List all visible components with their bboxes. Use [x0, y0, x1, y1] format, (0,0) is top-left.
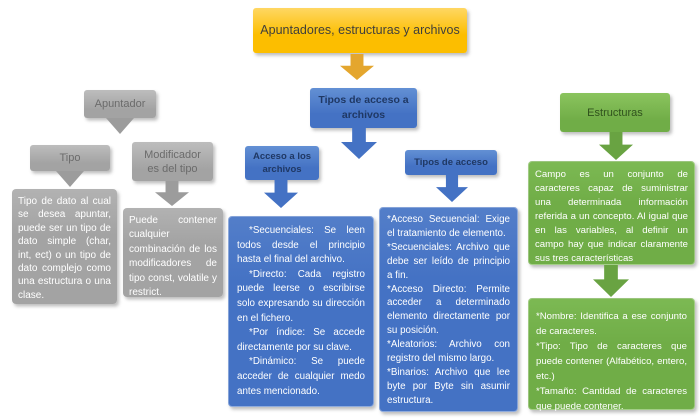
tipo-header-label: Tipo	[59, 152, 81, 164]
tipos-acceso-archivos-header-box: Tipos de acceso a archivos	[310, 88, 417, 128]
campo-description-text: Campo es un conjunto de caracteres capaz…	[535, 169, 688, 264]
down-arrow	[436, 175, 468, 202]
caracteristicas-box: *Nombre: Identifica a ese conjunto de ca…	[528, 298, 695, 412]
apuntador-header-label: Apuntador	[94, 98, 146, 110]
tipo-header-box: Tipo	[30, 145, 110, 171]
tipos-acceso-paragraph: *Binarios: Archivo que lee byte por Byte…	[387, 366, 510, 406]
estructuras-header-box: Estructuras	[560, 93, 670, 132]
tipos-acceso-paragraph: *Secuenciales: Archivo que debe ser leíd…	[387, 241, 510, 281]
tipos-acceso-paragraph: *Acceso Directo: Permite acceder a deter…	[387, 283, 510, 337]
acceso-archivos-header-box: Acceso a los archivos	[245, 146, 319, 180]
tipos-acceso-paragraph: *Acceso Secuencial: Exige el tratamiento…	[387, 214, 510, 239]
down-arrow	[593, 265, 629, 297]
caracteristicas-paragraph: *Tipo: Tipo de caracteres que puede cont…	[536, 341, 687, 382]
down-arrow	[340, 54, 374, 80]
modificadores-description-text: Puede contener cualquier combinación de …	[129, 215, 217, 299]
tipos-acceso-header-box: Tipos de acceso	[405, 150, 497, 175]
tipo-description-box: Tipo de dato al cual se desea apuntar, p…	[12, 189, 117, 304]
acceso-archivos-paragraph: *Dinámico: Se puede acceder de cualquier…	[237, 356, 365, 397]
acceso-archivos-description-box: *Secuenciales: Se leen todos desde el pr…	[228, 216, 374, 407]
down-arrow	[155, 181, 189, 206]
tipos-acceso-header-label: Tipos de acceso	[414, 157, 488, 168]
modificadores-header-label: Modificador es del tipo	[144, 148, 201, 176]
down-arrow	[264, 180, 298, 208]
tipos-acceso-archivos-header-label: Tipos de acceso a archivos	[318, 94, 409, 121]
caracteristicas-paragraph: *Tamaño: Cantidad de caracteres que pued…	[536, 386, 687, 412]
down-arrow	[341, 128, 377, 159]
campo-description-box: Campo es un conjunto de caracteres capaz…	[528, 161, 695, 265]
estructuras-header-label: Estructuras	[587, 106, 643, 119]
down-arrow	[599, 132, 633, 160]
modificadores-header-line2: es del tipo	[147, 162, 198, 175]
tipos-acceso-description-box: *Acceso Secuencial: Exige el tratamiento…	[379, 207, 518, 412]
acceso-archivos-paragraph: *Secuenciales: Se leen todos desde el pr…	[237, 225, 365, 266]
acceso-archivos-paragraph: *Directo: Cada registro puede leerse o e…	[237, 268, 365, 324]
down-arrow	[56, 171, 84, 187]
apuntador-header-box: Apuntador	[84, 90, 156, 118]
modificadores-header-line1: Modificador	[144, 148, 201, 161]
down-arrow	[106, 118, 134, 134]
modificadores-header-box: Modificador es del tipo	[132, 142, 213, 181]
tipos-acceso-paragraph: *Aleatorios: Archivo con registro del mi…	[387, 339, 510, 365]
acceso-archivos-paragraph: *Por índice: Se accede directamente por …	[237, 327, 365, 353]
title-box: Apuntadores, estructuras y archivos	[253, 8, 467, 53]
acceso-archivos-header-label: Acceso a los archivos	[252, 151, 312, 175]
title-label: Apuntadores, estructuras y archivos	[260, 23, 460, 37]
modificadores-description-box: Puede contener cualquier combinación de …	[123, 208, 223, 299]
tipo-description-text: Tipo de dato al cual se desea apuntar, p…	[18, 196, 111, 301]
caracteristicas-paragraph: *Nombre: Identifica a ese conjunto de ca…	[536, 311, 687, 337]
